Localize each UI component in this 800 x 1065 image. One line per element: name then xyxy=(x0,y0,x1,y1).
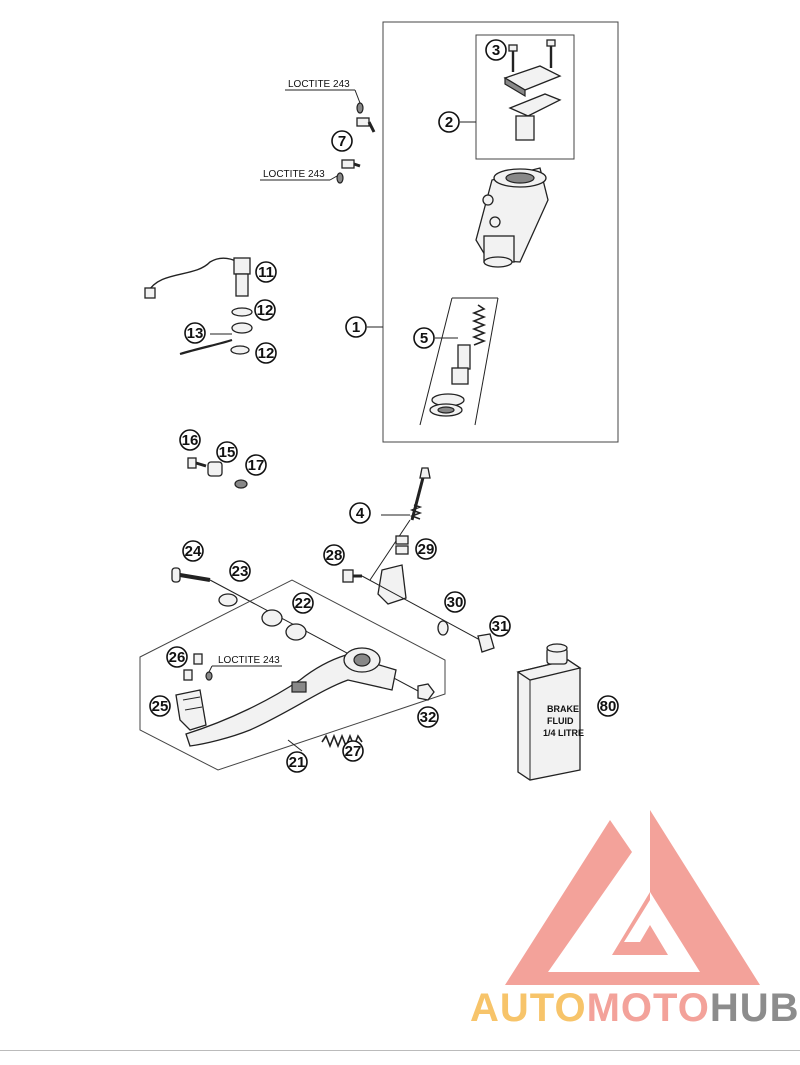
bolts-7 xyxy=(336,102,376,184)
callout-29: 29 xyxy=(415,538,437,560)
callout-label: 12 xyxy=(258,345,275,362)
brake-light-switch xyxy=(144,257,251,299)
reservoir-cap xyxy=(503,65,562,141)
callout-label: 24 xyxy=(185,543,202,560)
loctite-label-1: LOCTITE 243 xyxy=(288,79,350,90)
brand-logo-mark xyxy=(505,810,760,985)
brand-part-auto: AUTO xyxy=(470,986,587,1030)
callout-2: 2 xyxy=(438,111,460,133)
callout-label: 16 xyxy=(182,432,199,449)
callout-label: 22 xyxy=(295,595,312,612)
master-cylinder-group-box xyxy=(382,21,619,443)
pedal-tip xyxy=(175,689,207,731)
callout-23: 23 xyxy=(229,560,251,582)
callout-leaders xyxy=(210,121,476,752)
callout-label: 3 xyxy=(492,42,500,59)
callout-label: 17 xyxy=(248,457,265,474)
loctite-leader-1b xyxy=(354,89,361,104)
callout-7: 7 xyxy=(331,130,353,152)
callout-4: 4 xyxy=(349,502,371,524)
callout-24: 24 xyxy=(182,540,204,562)
callout-label: 2 xyxy=(445,114,453,131)
callout-27: 27 xyxy=(342,740,364,762)
callout-17: 17 xyxy=(245,454,267,476)
bottom-divider xyxy=(0,1050,800,1051)
callout-label: 1 xyxy=(352,319,360,336)
callout-3: 3 xyxy=(485,39,507,61)
callout-12b: 12 xyxy=(255,342,277,364)
callout-label: 11 xyxy=(258,264,274,281)
callout-label: 32 xyxy=(420,709,437,726)
callout-25: 25 xyxy=(149,695,171,717)
callout-label: 31 xyxy=(492,618,509,635)
pin-axis-line xyxy=(361,575,481,641)
callout-label: 25 xyxy=(152,698,169,715)
callout-label: 13 xyxy=(187,325,204,342)
callout-label: 5 xyxy=(420,330,428,347)
fluid-label-line3: 1/4 LITRE xyxy=(543,728,584,738)
callout-28: 28 xyxy=(323,544,345,566)
bushing-22b xyxy=(285,623,307,641)
fluid-label-line1: BRAKE xyxy=(547,704,579,714)
brake-fluid-can: BRAKE FLUID 1/4 LITRE xyxy=(516,643,584,781)
pedal-group-box xyxy=(139,579,446,771)
callout-label: 4 xyxy=(356,505,365,522)
brand-part-hub: HUB xyxy=(709,986,800,1030)
washers-and-hose xyxy=(179,307,253,356)
pivot-pin xyxy=(342,569,362,583)
clip-31 xyxy=(477,633,495,653)
callout-32: 32 xyxy=(417,706,439,728)
washer-30 xyxy=(437,620,449,636)
piston-assembly xyxy=(419,297,499,426)
callout-label: 7 xyxy=(338,133,346,150)
brand-part-moto: MOTO xyxy=(586,986,710,1030)
logo-triangle xyxy=(505,810,760,985)
callout-11: 11 xyxy=(255,261,277,283)
callout-30: 30 xyxy=(444,591,466,613)
callout-21: 21 xyxy=(286,751,308,773)
callout-26: 26 xyxy=(166,646,188,668)
master-cylinder-body xyxy=(475,167,549,268)
fluid-label-line2: FLUID xyxy=(547,716,574,726)
callout-label: 30 xyxy=(447,594,464,611)
callout-label: 29 xyxy=(418,541,435,558)
callout-label: 15 xyxy=(219,444,236,461)
callout-80: 80 xyxy=(597,695,619,717)
bolt-nut-washer xyxy=(187,457,248,489)
callout-31: 31 xyxy=(489,615,511,637)
reservoir-cap-group-box xyxy=(475,34,575,160)
loctite-leader-3b xyxy=(208,665,213,673)
callout-label: 27 xyxy=(345,743,362,760)
loctite-label-3: LOCTITE 243 xyxy=(218,655,280,666)
callout-15: 15 xyxy=(216,441,238,463)
loctite-leader-2b xyxy=(329,175,338,181)
callout-label: 80 xyxy=(600,698,617,715)
bolts-26 xyxy=(183,653,213,681)
callout-1: 1 xyxy=(345,316,367,338)
pedal-bolt xyxy=(171,567,211,583)
callout-label: 28 xyxy=(326,547,343,564)
callout-22: 22 xyxy=(292,592,314,614)
brake-pedal xyxy=(185,647,397,747)
bushing-22a xyxy=(261,609,283,627)
loctite-label-2: LOCTITE 243 xyxy=(263,169,325,180)
callout-label: 12 xyxy=(257,302,274,319)
washer-23 xyxy=(218,593,238,607)
callout-label: 23 xyxy=(232,563,249,580)
cap-screws xyxy=(508,39,556,72)
brand-wordmark: AUTOMOTOHUB xyxy=(470,978,800,1038)
push-rod xyxy=(369,467,431,605)
callout-12a: 12 xyxy=(254,299,276,321)
callout-label: 21 xyxy=(289,754,306,771)
callout-5: 5 xyxy=(413,327,435,349)
nut-32 xyxy=(417,683,435,701)
callout-16: 16 xyxy=(179,429,201,451)
callout-label: 26 xyxy=(169,649,186,666)
callout-13: 13 xyxy=(184,322,206,344)
